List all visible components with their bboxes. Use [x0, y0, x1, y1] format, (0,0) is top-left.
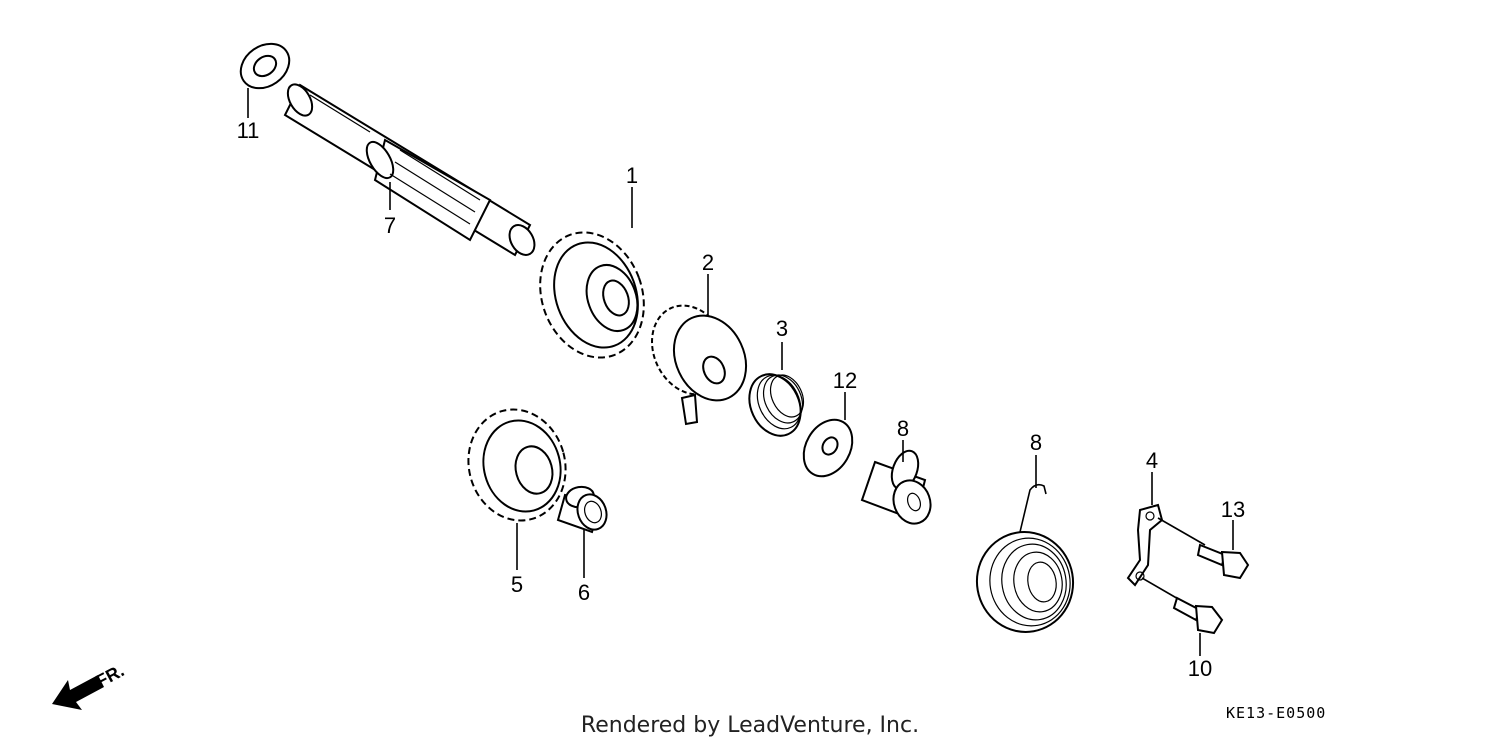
bushing-6[interactable]: 6: [556, 485, 611, 605]
stopper-plate-4[interactable]: 4: [1126, 448, 1164, 587]
label-2: 2: [702, 250, 714, 275]
washer-12[interactable]: 12: [794, 368, 862, 485]
label-4: 4: [1146, 448, 1158, 473]
return-spring-8[interactable]: 8: [969, 430, 1081, 640]
collar-9[interactable]: 8: [860, 416, 936, 529]
label-5: 5: [511, 572, 523, 597]
label-7: 7: [384, 213, 396, 238]
credit-text: Rendered by LeadVenture, Inc.: [580, 713, 920, 738]
bolt-10[interactable]: 10: [1141, 577, 1224, 681]
label-13: 13: [1221, 497, 1245, 522]
spring-3[interactable]: 3: [740, 316, 811, 444]
gear-1[interactable]: 1: [523, 163, 661, 372]
front-arrow-icon: FR.: [52, 660, 127, 710]
label-8: 8: [1030, 430, 1042, 455]
label-1: 1: [626, 163, 638, 188]
label-3: 3: [776, 316, 788, 341]
label-12: 12: [833, 368, 857, 393]
label-10: 10: [1188, 656, 1212, 681]
diagram-code: KE13-E0500: [1226, 704, 1327, 722]
gear-5[interactable]: 5: [456, 398, 578, 597]
label-11: 11: [237, 118, 260, 143]
ratchet-2[interactable]: 2: [638, 250, 759, 426]
label-6: 6: [578, 580, 590, 605]
label-9: 8: [897, 416, 909, 441]
shaft-7[interactable]: 7: [283, 80, 540, 259]
bolt-13[interactable]: 13: [1157, 497, 1250, 580]
washer-11[interactable]: 11: [232, 35, 298, 143]
